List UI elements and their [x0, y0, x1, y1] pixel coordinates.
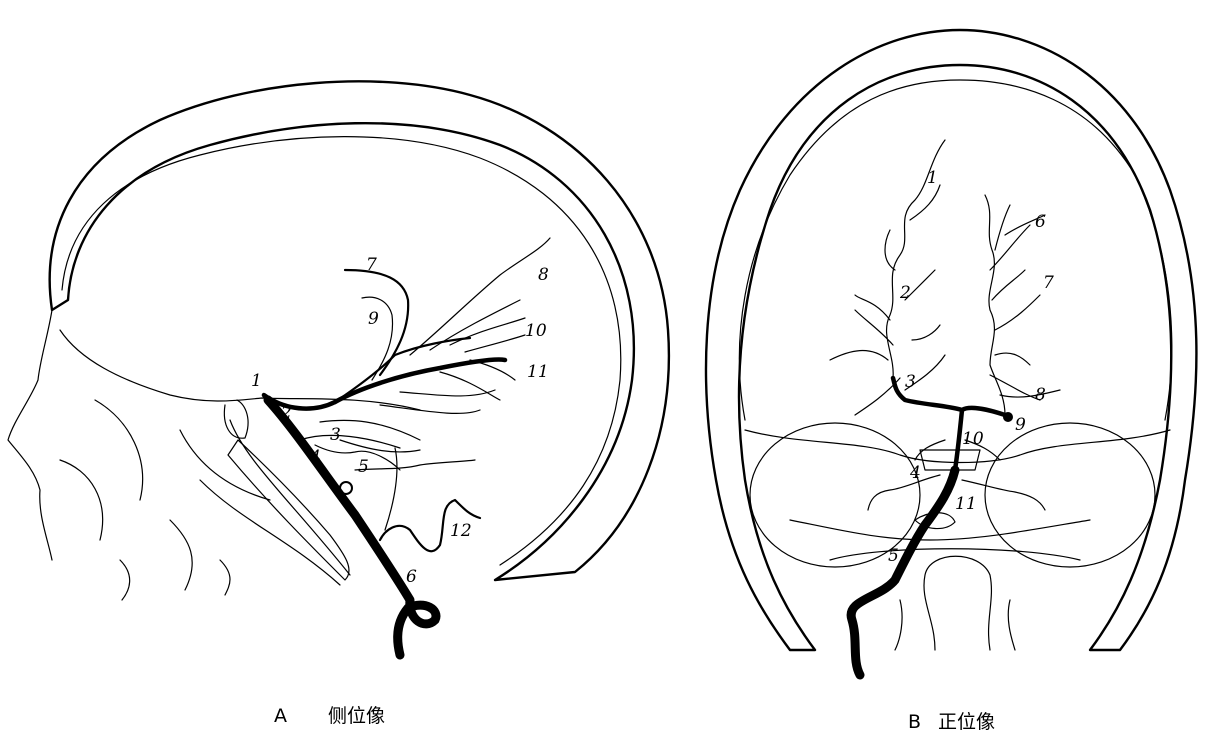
frontal-caption-letter: B [908, 711, 921, 733]
lateral-label-2: 2 [280, 403, 292, 423]
frontal-label-8: 8 [1035, 385, 1046, 405]
lateral-caption-text: 侧位像 [328, 705, 385, 727]
lateral-label-7: 7 [366, 255, 377, 275]
frontal-label-9: 9 [1015, 415, 1026, 435]
lateral-label-12: 12 [450, 521, 472, 541]
frontal-label-5: 5 [888, 546, 899, 566]
lateral-label-11: 11 [527, 362, 549, 382]
lateral-view-diagram: 1 2 3 4 5 6 7 8 9 10 11 12 A 侧位像 [8, 81, 669, 727]
frontal-internal-carotid-artery [851, 470, 955, 675]
facial-profile [8, 310, 52, 560]
skull-outline [50, 81, 669, 580]
lateral-label-9: 9 [368, 309, 379, 329]
lateral-label-10: 10 [525, 321, 547, 341]
lateral-label-6: 6 [406, 567, 417, 587]
cervical-spine [895, 556, 1015, 650]
lateral-label-8: 8 [538, 265, 549, 285]
frontal-aca-left [893, 378, 962, 410]
lateral-caption-letter: A [274, 705, 287, 727]
frontal-label-11: 11 [955, 494, 977, 514]
lateral-label-4: 4 [309, 447, 321, 467]
frontal-caption-text: 正位像 [938, 711, 995, 733]
frontal-label-7: 7 [1043, 273, 1054, 293]
frontal-label-2: 2 [899, 283, 911, 303]
lateral-label-1: 1 [251, 371, 262, 391]
frontal-label-6: 6 [1035, 212, 1046, 232]
aneurysm-node [340, 482, 352, 494]
frontal-aneurysm-node [1003, 412, 1013, 422]
frontal-label-3: 3 [905, 372, 916, 392]
middle-cerebral-artery [335, 359, 505, 402]
frontal-view-diagram: 1 2 3 4 5 6 7 8 9 10 11 B 正位像 [706, 30, 1196, 733]
lateral-label-5: 5 [358, 457, 369, 477]
frontal-label-1: 1 [927, 168, 938, 188]
petrous-bone [228, 440, 349, 580]
frontal-label-4: 4 [909, 463, 921, 483]
lateral-label-3: 3 [330, 425, 341, 445]
frontal-label-10: 10 [962, 429, 984, 449]
frontal-aca-right-branches [985, 195, 1060, 415]
